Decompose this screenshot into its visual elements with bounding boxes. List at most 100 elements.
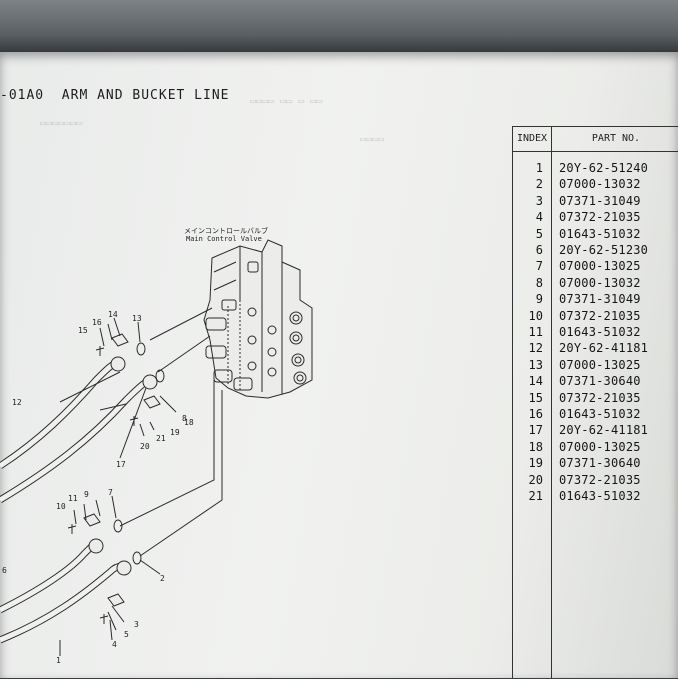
table-row: 2 07000-13032	[513, 177, 678, 193]
row-part-number: 07372-21035	[559, 390, 641, 405]
row-part-number: 07000-13025	[559, 439, 641, 454]
table-row: 20 07372-21035	[513, 473, 678, 489]
callout-6: 6	[2, 566, 7, 575]
table-row: 16 01643-51032	[513, 407, 678, 423]
callout-18: 18	[184, 418, 194, 427]
row-part-number: 07371-31049	[559, 292, 641, 307]
table-row: 18 07000-13025	[513, 440, 678, 456]
row-part-number: 07372-21035	[559, 472, 641, 487]
callout-5: 5	[124, 630, 129, 639]
row-index: 11	[528, 325, 543, 339]
table-row: 19 07371-30640	[513, 456, 678, 472]
table-row: 14 07371-30640	[513, 374, 678, 390]
row-part-number: 01643-51032	[559, 407, 641, 421]
hose-1	[0, 560, 132, 644]
table-row: 17 20Y-62-41181	[513, 423, 678, 439]
callout-10: 10	[56, 502, 66, 511]
row-part-number: 07371-30640	[559, 456, 641, 471]
row-index: 14	[528, 374, 543, 389]
row-index: 15	[528, 390, 543, 405]
callout-14: 14	[108, 310, 118, 319]
valve-label-japanese: メインコントロールバルブ	[184, 227, 268, 235]
callout-2: 2	[160, 574, 165, 583]
callout-9: 9	[84, 490, 89, 499]
table-row: 6 20Y-62-51230	[513, 243, 678, 259]
callout-7: 7	[108, 488, 113, 497]
callout-17: 17	[116, 460, 126, 469]
row-index: 21	[528, 489, 543, 503]
row-index: 4	[535, 210, 543, 225]
table-row: 4 07372-21035	[513, 210, 678, 226]
row-part-number: 01643-51032	[559, 226, 641, 241]
callout-16: 16	[92, 318, 102, 327]
column-header-index: INDEX	[513, 127, 551, 152]
callout-4: 4	[112, 640, 117, 649]
table-row: 3 07371-31049	[513, 194, 678, 210]
row-part-number: 20Y-62-51230	[559, 243, 649, 257]
column-header-part-no: PART NO.	[551, 127, 678, 152]
row-part-number: 20Y-62-41181	[559, 341, 649, 356]
bleed-through-mark: ▭▭▭▭▭▭▭	[40, 118, 83, 129]
row-index: 12	[528, 341, 543, 356]
hose-6	[0, 538, 104, 614]
row-part-number: 07000-13032	[559, 177, 641, 192]
table-row: 1 20Y-62-51240	[513, 161, 678, 177]
row-index: 6	[535, 243, 543, 257]
row-part-number: 07000-13025	[559, 259, 641, 274]
row-index: 18	[528, 439, 543, 454]
bleed-through-mark: ▭▭▭▭ ▭▭ ▭ ▭▭	[250, 96, 323, 107]
row-index: 19	[528, 456, 543, 471]
valve-label-english: Main Control Valve	[186, 235, 262, 243]
table-row: 8 07000-13032	[513, 276, 678, 292]
row-index: 10	[528, 308, 543, 323]
table-row: 12 20Y-62-41181	[513, 341, 678, 357]
table-row: 11 01643-51032	[513, 325, 678, 341]
row-part-number: 07371-31049	[559, 193, 641, 208]
row-index: 7	[535, 259, 543, 274]
row-part-number: 20Y-62-51240	[559, 161, 649, 175]
table-row: 15 07372-21035	[513, 391, 678, 407]
row-part-number: 07000-13025	[559, 357, 641, 372]
callout-13: 13	[132, 314, 142, 323]
callout-15: 15	[78, 326, 88, 335]
row-part-number: 01643-51032	[559, 325, 641, 339]
row-part-number: 07371-30640	[559, 374, 641, 389]
hose-17	[0, 374, 158, 504]
row-part-number: 07000-13032	[559, 275, 641, 290]
column-divider	[551, 151, 552, 679]
row-index: 3	[535, 193, 543, 208]
callout-1: 1	[56, 656, 61, 665]
callout-20: 20	[140, 442, 150, 451]
callout-3: 3	[134, 620, 139, 629]
page-title: -01A0 ARM AND BUCKET LINE	[0, 88, 230, 103]
hose-12	[0, 356, 126, 469]
main-control-valve-drawing	[203, 239, 313, 399]
row-index: 2	[535, 177, 543, 192]
row-part-number: 07372-21035	[559, 210, 641, 225]
row-index: 17	[528, 423, 543, 438]
table-row: 9 07371-31049	[513, 292, 678, 308]
row-index: 5	[535, 226, 543, 241]
row-part-number: 20Y-62-41181	[559, 423, 649, 438]
bleed-through-mark: ▭▭▭▭	[360, 134, 385, 145]
table-row: 10 07372-21035	[513, 309, 678, 325]
row-part-number: 07372-21035	[559, 308, 641, 323]
table-row: 13 07000-13025	[513, 358, 678, 374]
table-row: 7 07000-13025	[513, 259, 678, 275]
row-index: 8	[535, 275, 543, 290]
table-row: 5 01643-51032	[513, 227, 678, 243]
table-row: 21 01643-51032	[513, 489, 678, 505]
binder-shadow	[0, 0, 678, 58]
callout-11: 11	[68, 494, 78, 503]
row-part-number: 01643-51032	[559, 489, 641, 503]
callout-12: 12	[12, 398, 22, 407]
row-index: 13	[528, 357, 543, 372]
parts-table: INDEX PART NO. 1 20Y-62-51240 2 07000-13032…	[512, 126, 678, 679]
row-index: 9	[535, 292, 543, 307]
row-index: 20	[528, 472, 543, 487]
callout-19: 19	[170, 428, 180, 437]
row-index: 1	[535, 161, 543, 175]
callout-8: 8	[182, 414, 187, 423]
row-index: 16	[528, 407, 543, 421]
